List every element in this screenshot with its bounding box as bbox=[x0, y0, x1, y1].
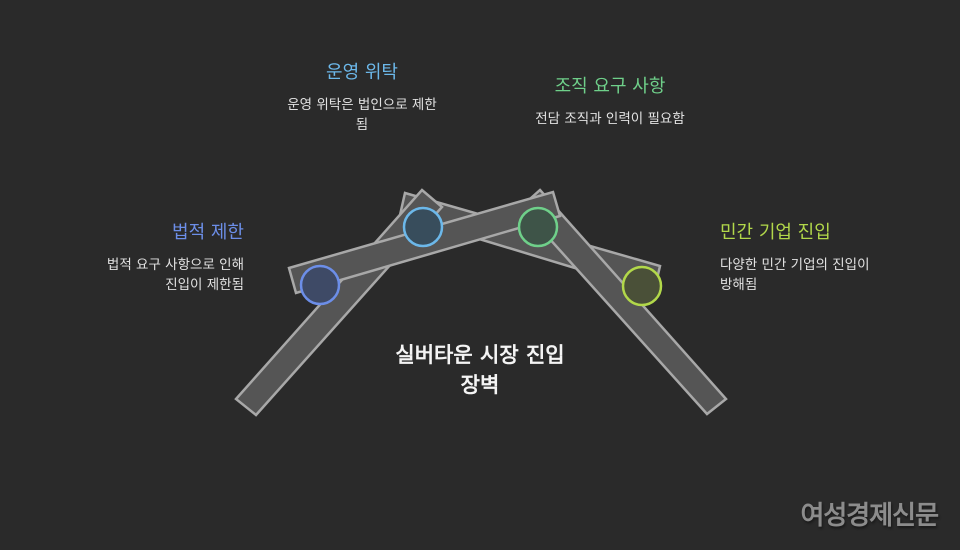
label-private-desc: 다양한 민간 기업의 진입이 방해됨 bbox=[720, 255, 940, 295]
label-legal: 법적 제한 법적 요구 사항으로 인해 진입이 제한됨 bbox=[60, 221, 244, 295]
label-operation-desc: 운영 위탁은 법인으로 제한 됨 bbox=[262, 95, 462, 135]
label-organization-title: 조직 요구 사항 bbox=[554, 76, 666, 97]
label-legal-desc: 법적 요구 사항으로 인해 진입이 제한됨 bbox=[60, 255, 244, 295]
label-private: 민간 기업 진입 다양한 민간 기업의 진입이 방해됨 bbox=[720, 221, 940, 295]
label-legal-title: 법적 제한 bbox=[172, 222, 244, 243]
node-organization-icon[interactable] bbox=[517, 206, 559, 248]
label-organization-desc-line1: 전담 조직과 인력이 필요함 bbox=[535, 111, 685, 127]
diagram-title: 실버타운 시장 진입 장벽 bbox=[330, 340, 630, 400]
publisher-watermark: 여성경제신문 bbox=[800, 501, 939, 531]
label-operation: 운영 위탁 운영 위탁은 법인으로 제한 됨 bbox=[262, 61, 462, 135]
label-private-desc-line1: 다양한 민간 기업의 진입이 bbox=[720, 257, 870, 273]
node-operation-icon[interactable] bbox=[402, 206, 444, 248]
label-legal-desc-line1: 법적 요구 사항으로 인해 bbox=[106, 257, 244, 273]
node-private-icon[interactable] bbox=[621, 265, 663, 307]
label-organization: 조직 요구 사항 전담 조직과 인력이 필요함 bbox=[500, 75, 720, 129]
label-private-desc-line2: 방해됨 bbox=[720, 277, 758, 293]
label-legal-desc-line2: 진입이 제한됨 bbox=[165, 277, 244, 293]
label-organization-desc: 전담 조직과 인력이 필요함 bbox=[500, 109, 720, 129]
node-legal-icon[interactable] bbox=[299, 264, 341, 306]
label-operation-desc-line2: 됨 bbox=[355, 117, 369, 133]
label-operation-title: 운영 위탁 bbox=[326, 62, 398, 83]
diagram-title-line1: 실버타운 시장 진입 bbox=[395, 343, 565, 367]
label-private-title: 민간 기업 진입 bbox=[720, 222, 831, 243]
diagram-title-line2: 장벽 bbox=[460, 373, 500, 397]
label-operation-desc-line1: 운영 위탁은 법인으로 제한 bbox=[287, 97, 437, 113]
